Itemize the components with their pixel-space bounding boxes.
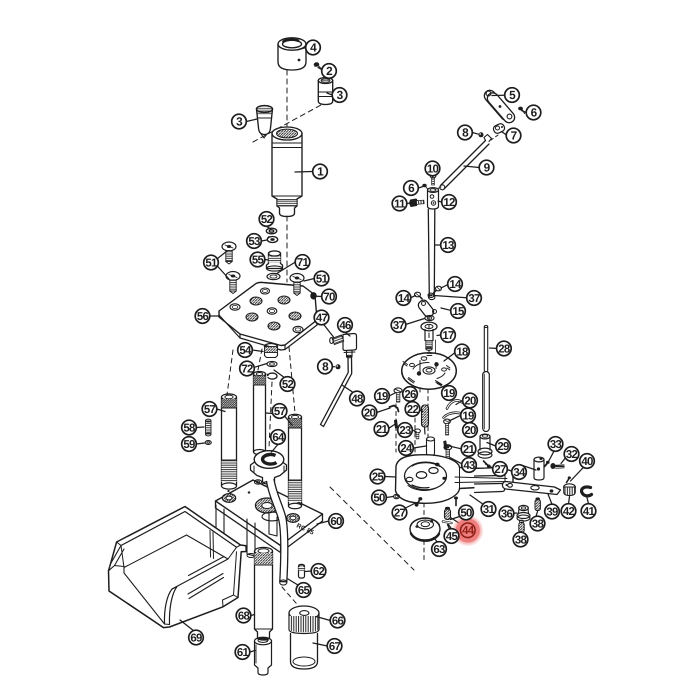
svg-text:17: 17 [442,330,454,342]
svg-text:71: 71 [297,257,310,269]
svg-text:27: 27 [394,508,406,520]
svg-text:42: 42 [563,506,575,518]
svg-text:58: 58 [183,423,195,435]
svg-text:19: 19 [376,391,388,403]
svg-text:23: 23 [399,425,411,437]
svg-text:66: 66 [332,616,344,628]
svg-text:38: 38 [532,519,544,531]
svg-text:6: 6 [408,181,415,195]
svg-text:54: 54 [239,345,252,357]
svg-text:18: 18 [456,347,468,359]
svg-text:29: 29 [497,441,509,453]
svg-text:14: 14 [398,293,411,305]
svg-text:55: 55 [252,255,265,267]
svg-text:12: 12 [443,197,455,209]
svg-text:57: 57 [274,406,286,418]
svg-text:20: 20 [464,396,476,408]
svg-text:63: 63 [433,544,445,556]
svg-text:56: 56 [197,311,209,323]
svg-text:64: 64 [272,432,285,444]
svg-text:19: 19 [462,411,474,423]
svg-text:20: 20 [464,425,476,437]
svg-text:40: 40 [581,456,593,468]
svg-text:22: 22 [407,404,419,416]
svg-text:47: 47 [316,313,328,325]
svg-text:28: 28 [498,344,510,356]
svg-text:51: 51 [316,274,329,286]
svg-text:50: 50 [460,508,472,520]
svg-text:21: 21 [376,424,389,436]
svg-text:34: 34 [513,467,526,479]
svg-text:61: 61 [237,647,250,659]
svg-text:36: 36 [501,509,513,521]
svg-text:37: 37 [393,320,405,332]
svg-text:41: 41 [583,506,596,518]
svg-text:31: 31 [483,504,496,516]
svg-text:52: 52 [282,379,294,391]
svg-text:6: 6 [531,106,538,120]
svg-text:1: 1 [317,165,324,179]
svg-text:9: 9 [484,161,491,175]
svg-text:4: 4 [310,41,317,55]
svg-text:57: 57 [204,404,216,416]
svg-text:14: 14 [449,279,462,291]
svg-text:8: 8 [322,360,329,374]
svg-text:50: 50 [373,493,385,505]
svg-text:37: 37 [468,293,480,305]
svg-text:45: 45 [446,531,459,543]
svg-text:68: 68 [238,611,250,623]
svg-text:27: 27 [494,464,506,476]
svg-text:48: 48 [351,394,363,406]
svg-text:65: 65 [298,585,311,597]
svg-text:46: 46 [339,320,351,332]
svg-text:10: 10 [427,164,439,176]
svg-text:33: 33 [550,439,562,451]
svg-text:3: 3 [236,115,243,129]
svg-text:2: 2 [326,64,333,78]
svg-text:5: 5 [509,88,516,102]
svg-text:19: 19 [443,388,455,400]
svg-text:51: 51 [205,258,218,270]
svg-text:67: 67 [329,641,341,653]
svg-text:59: 59 [183,439,195,451]
svg-text:8: 8 [462,126,469,140]
svg-text:60: 60 [330,516,342,528]
svg-text:53: 53 [248,236,260,248]
svg-text:39: 39 [546,507,558,519]
svg-text:44: 44 [462,525,475,537]
svg-text:15: 15 [452,306,465,318]
svg-text:52: 52 [261,214,273,226]
svg-text:69: 69 [190,633,202,645]
svg-text:13: 13 [442,240,454,252]
svg-text:43: 43 [463,460,475,472]
svg-text:32: 32 [566,449,578,461]
svg-text:20: 20 [364,408,376,420]
svg-text:26: 26 [404,389,416,401]
svg-text:21: 21 [463,444,476,456]
svg-text:72: 72 [241,364,253,376]
svg-text:70: 70 [323,292,335,304]
svg-text:7: 7 [511,129,518,143]
svg-text:38: 38 [515,535,527,547]
svg-text:62: 62 [313,566,325,578]
svg-text:24: 24 [400,443,413,455]
svg-text:3: 3 [337,88,344,102]
svg-text:25: 25 [372,472,385,484]
svg-text:11: 11 [394,199,406,211]
